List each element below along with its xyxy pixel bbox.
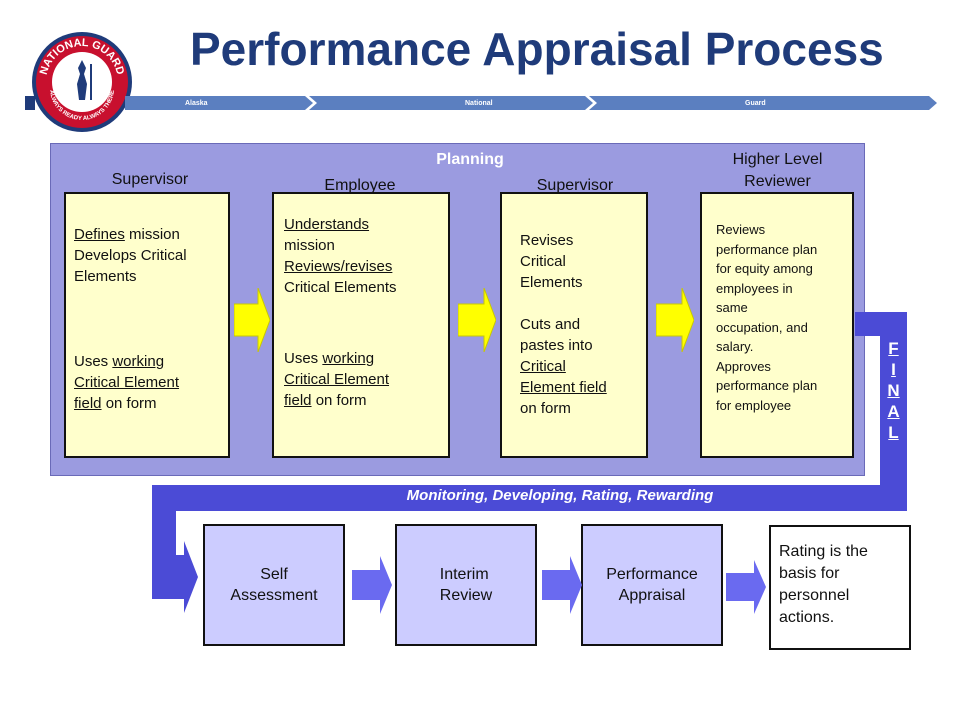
role-label-supervisor-2: Supervisor: [536, 177, 614, 194]
card-line: Elements: [74, 268, 137, 285]
card-line: field on form: [284, 392, 367, 409]
arrow-right-icon: [234, 288, 270, 352]
turn-down-arrow-icon: [152, 485, 198, 613]
step-line: Interim: [439, 566, 489, 583]
card-line: on form: [520, 400, 571, 417]
final-bar-top: [855, 312, 885, 336]
planning-title: Planning: [436, 151, 504, 168]
card-line: for equity among: [716, 261, 813, 276]
page-title: Performance Appraisal Process: [190, 23, 884, 75]
role-label-supervisor-1: Supervisor: [111, 171, 189, 188]
national-guard-logo: NATIONAL GUARD ALWAYS READY ALWAYS THERE: [32, 32, 132, 132]
card-line: employees in: [716, 280, 793, 296]
rating-note-line: Rating is the: [779, 543, 868, 560]
chevron-label-1: Alaska: [185, 100, 208, 107]
step-line: Appraisal: [618, 587, 686, 604]
monitoring-bar: [152, 485, 907, 511]
card-line: field on form: [74, 395, 157, 412]
card-higher-level-reviewer: Reviews performance plan for equity amon…: [700, 192, 854, 458]
arrow-right-icon: [656, 288, 694, 352]
step-line: Review: [439, 587, 493, 604]
card-line: Elements: [520, 274, 583, 291]
card-line: for employee: [716, 397, 792, 413]
step-line: Self: [260, 566, 288, 583]
step-line: Performance: [606, 566, 698, 583]
rating-note-line: basis for: [779, 565, 840, 582]
card-line: Critical Elements: [284, 279, 397, 296]
card-line: performance plan: [716, 241, 818, 257]
role-label-reviewer: Reviewer: [744, 173, 811, 190]
rating-note-box: Rating is the basis for personnel action…: [769, 525, 911, 650]
rating-note-line: personnel: [779, 587, 850, 604]
arrow-right-icon: [458, 288, 496, 352]
card-line: Critical Element: [74, 374, 180, 391]
card-line: mission: [284, 237, 335, 254]
card-line: Critical: [520, 253, 566, 270]
card-line: Uses working: [284, 350, 375, 367]
final-letter: A: [887, 402, 900, 421]
card-line: Approves: [716, 358, 771, 374]
arrow-right-icon: [726, 560, 766, 614]
card-line: Develops Critical: [74, 247, 187, 264]
card-line: Reviews: [716, 222, 766, 237]
chevron-strip: [25, 96, 937, 110]
arrow-right-icon: [542, 556, 582, 614]
card-supervisor-revises: Revises Critical Elements Cuts and paste…: [500, 192, 648, 458]
final-letter: N: [887, 381, 900, 400]
card-line: Revises: [520, 232, 574, 249]
rating-note-line: actions.: [779, 609, 835, 626]
card-line: pastes into: [520, 337, 593, 354]
card-supervisor-defines: Defines mission Develops Critical Elemen…: [64, 192, 230, 458]
card-line: Cuts and: [520, 316, 581, 333]
card-line: Understands: [284, 216, 370, 233]
card-line: performance plan: [716, 378, 818, 393]
final-letter: F: [888, 339, 899, 358]
final-letter: L: [888, 423, 899, 442]
card-line: Defines mission: [74, 226, 180, 243]
card-line: Element field: [520, 379, 607, 396]
card-line: Critical Element: [284, 371, 390, 388]
role-label-higher-level: Higher Level: [732, 151, 823, 168]
card-line: same: [716, 300, 748, 315]
step-performance-appraisal: Performance Appraisal: [581, 524, 723, 646]
step-line: Assessment: [230, 587, 318, 604]
card-line: salary.: [716, 339, 754, 354]
role-label-higher-level-reviewer: Higher Level Reviewer: [710, 149, 845, 193]
card-line: Reviews/revises: [284, 258, 393, 275]
monitoring-label: Monitoring, Developing, Rating, Rewardin…: [406, 487, 714, 504]
final-label: F I N A L: [882, 338, 905, 443]
final-bar: [880, 312, 907, 496]
step-self-assessment: Self Assessment: [203, 524, 345, 646]
card-line: occupation, and: [716, 319, 808, 335]
chevron-label-3: Guard: [745, 100, 766, 107]
final-letter: I: [891, 360, 896, 379]
role-label-employee: Employee: [324, 177, 396, 194]
step-interim-review: Interim Review: [395, 524, 537, 646]
arrow-right-icon: [352, 556, 392, 614]
chevron-label-2: National: [465, 100, 493, 107]
card-line: Uses working: [74, 353, 165, 370]
card-line: Critical: [520, 358, 566, 375]
card-employee-understands: Understands mission Reviews/revises Crit…: [272, 192, 450, 458]
